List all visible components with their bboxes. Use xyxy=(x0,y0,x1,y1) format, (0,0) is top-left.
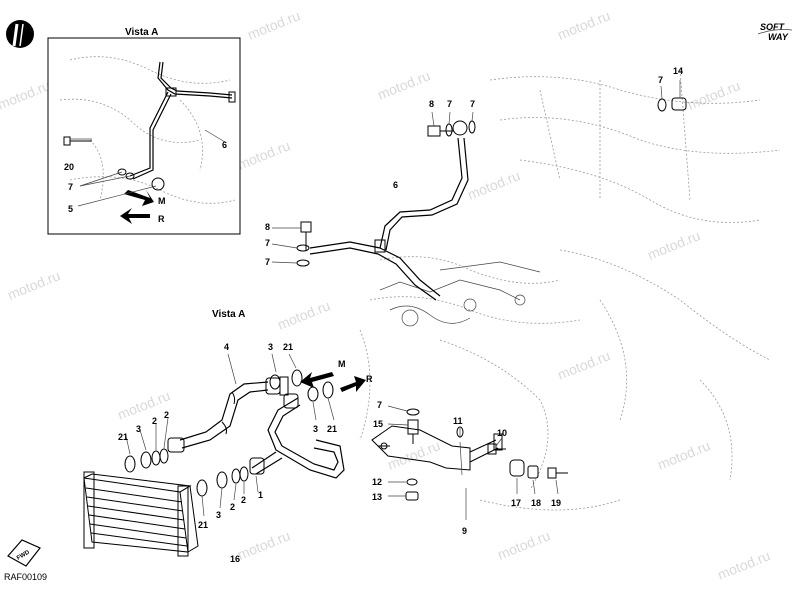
callout-21: 21 xyxy=(198,520,208,530)
watermark: motod.ru xyxy=(655,437,712,473)
callout-14: 14 xyxy=(673,66,683,76)
brand-line1: SOFT xyxy=(760,22,786,32)
watermark: motod.ru xyxy=(275,297,332,333)
main-view-title: Vista A xyxy=(212,309,245,320)
flow-arrow-out xyxy=(120,208,150,224)
drawing-code: RAF00109 xyxy=(4,572,47,582)
flow-label-out: R xyxy=(158,214,165,224)
callout-3: 3 xyxy=(136,424,141,434)
callout-3: 3 xyxy=(313,424,318,434)
callout-3: 3 xyxy=(268,342,273,352)
callout-7: 7 xyxy=(470,99,475,109)
callout-2: 2 xyxy=(230,502,235,512)
callout-3: 3 xyxy=(216,510,221,520)
watermark: motod.ru xyxy=(555,7,612,43)
flow-arrow-in xyxy=(300,372,334,388)
cooler-hose-4 xyxy=(167,376,289,453)
callout-7: 7 xyxy=(265,238,270,248)
inset-label-7: 7 xyxy=(68,182,73,192)
inset-view: Vista A 20 7 5 6 xyxy=(47,27,241,235)
engine-outline xyxy=(359,69,781,511)
inset-view-title: Vista A xyxy=(125,27,158,38)
mounting-bracket-9 xyxy=(371,425,503,520)
watermark: motod.ru xyxy=(235,137,292,173)
callout-17: 17 xyxy=(511,498,521,508)
inset-label-20: 20 xyxy=(64,162,74,172)
callout-1: 1 xyxy=(258,490,263,500)
watermark: motod.ru xyxy=(245,7,302,43)
oil-cooler xyxy=(83,471,199,557)
callout-19: 19 xyxy=(551,498,561,508)
watermark: motod.ru xyxy=(555,347,612,383)
mount-parts-17-18-19 xyxy=(509,459,568,495)
callout-2: 2 xyxy=(164,410,169,420)
flow-arrow-in xyxy=(124,190,154,206)
callout-7: 7 xyxy=(447,99,452,109)
cooler-hose-1 xyxy=(249,393,345,479)
callout-8: 8 xyxy=(429,99,434,109)
flow-arrow-out xyxy=(340,376,366,392)
stud-15 xyxy=(387,405,420,444)
inset-label-5: 5 xyxy=(68,204,73,214)
manufacturer-logo xyxy=(6,20,34,48)
grommet-12-13 xyxy=(388,478,419,501)
callout-11: 11 xyxy=(453,416,463,426)
forward-direction-badge: FWD xyxy=(7,539,41,567)
watermark: motod.ru xyxy=(385,437,442,473)
flow-label-in: M xyxy=(338,359,346,369)
watermark: motod.ru xyxy=(465,167,522,203)
callout-21: 21 xyxy=(327,424,337,434)
callout-18: 18 xyxy=(531,498,541,508)
callout-13: 13 xyxy=(372,492,382,502)
callout-12: 12 xyxy=(372,477,382,487)
flow-label-out: R xyxy=(366,374,373,384)
watermark: motod.ru xyxy=(685,77,742,113)
watermark: motod.ru xyxy=(715,547,772,583)
callout-9: 9 xyxy=(462,526,467,536)
callout-6: 6 xyxy=(393,180,398,190)
bolt-20 xyxy=(63,136,92,146)
softway-logo: SOFT WAY xyxy=(757,22,793,42)
callout-2: 2 xyxy=(241,495,246,505)
callout-8: 8 xyxy=(265,222,270,232)
lower-leaders xyxy=(125,353,503,517)
brand-line2: WAY xyxy=(768,32,789,42)
watermark: motod.ru xyxy=(375,67,432,103)
callout-10: 10 xyxy=(497,428,507,438)
callout-7: 7 xyxy=(658,75,663,85)
watermark: motod.ru xyxy=(645,227,702,263)
callout-16: 16 xyxy=(230,554,240,564)
watermark: motod.ru xyxy=(0,77,52,113)
watermark: motod.ru xyxy=(495,527,552,563)
callout-7: 7 xyxy=(265,257,270,267)
callout-15: 15 xyxy=(373,419,383,429)
bolt-10 xyxy=(487,443,506,455)
watermark: motod.ru xyxy=(5,267,62,303)
callout-7: 7 xyxy=(377,400,382,410)
callout-21: 21 xyxy=(283,342,293,352)
callout-2: 2 xyxy=(152,416,157,426)
callout-21: 21 xyxy=(118,432,128,442)
inset-label-6: 6 xyxy=(222,140,227,150)
callout-4: 4 xyxy=(224,342,229,352)
watermark: motod.ru xyxy=(235,527,292,563)
flow-label-in: M xyxy=(158,196,166,206)
upper-oil-line xyxy=(271,80,687,301)
